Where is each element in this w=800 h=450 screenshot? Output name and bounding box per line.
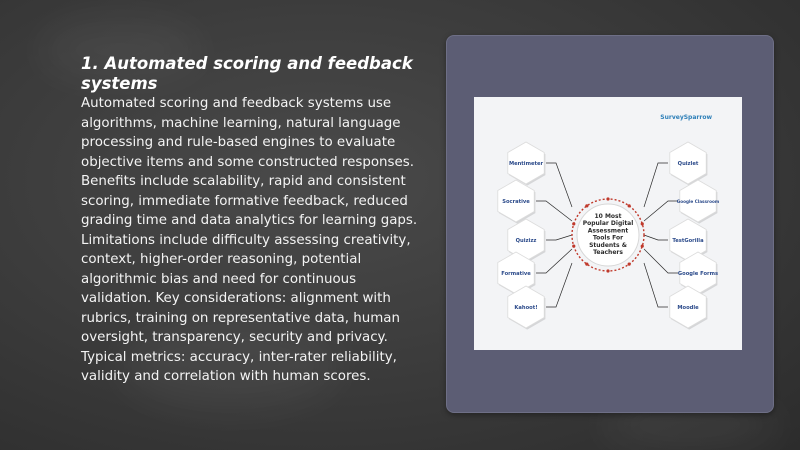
tool-hexagon: Mentimeter xyxy=(507,141,546,186)
connector-dot xyxy=(640,222,644,226)
tool-label: Moodle xyxy=(677,305,699,311)
brand-logo: SurveySparrow xyxy=(660,114,712,121)
tool-hexagon: Google Classroom xyxy=(677,179,720,224)
connector-line xyxy=(546,262,573,308)
tool-hexagon: Kahoot! xyxy=(507,285,546,330)
tool-label: Google Forms xyxy=(678,271,718,277)
chalk-smudge xyxy=(120,320,340,410)
connector-dot xyxy=(606,197,610,201)
tool-label: Quizlet xyxy=(678,161,699,167)
tool-label: Google Classroom xyxy=(677,199,720,204)
slide-title: 1. Automated scoring and feedback system… xyxy=(81,54,413,93)
tool-hexagon: Quizlet xyxy=(669,141,708,186)
tool-label: Quizizz xyxy=(516,238,537,244)
connector-line xyxy=(643,234,668,241)
connector-line xyxy=(643,248,678,274)
slide-body: Automated scoring and feedback systems u… xyxy=(81,96,418,384)
center-text-line: Assessment xyxy=(588,227,629,234)
connector-dot xyxy=(627,204,631,208)
tool-label: Socrative xyxy=(502,199,530,205)
tool-hexagon: Formative xyxy=(497,251,536,296)
chalk-smudge xyxy=(40,20,200,80)
connector-line xyxy=(643,200,678,222)
connector-line xyxy=(643,262,668,308)
tool-label: Mentimeter xyxy=(509,161,544,167)
tool-label: Formative xyxy=(501,271,531,277)
connector-line xyxy=(643,162,668,208)
connector-line xyxy=(546,234,573,241)
tool-hexagons: MentimeterSocrativeQuizizzFormativeKahoo… xyxy=(497,141,720,330)
center-text-line: Teachers xyxy=(593,249,623,256)
connector-dot xyxy=(606,269,610,273)
connector-dot xyxy=(572,222,576,226)
connector-line xyxy=(546,162,573,208)
slide-text: 1. Automated scoring and feedback system… xyxy=(81,54,426,387)
center-text-line: Popular Digital xyxy=(583,220,634,227)
center-text-line: Tools For xyxy=(593,235,623,242)
center-text-line: Students & xyxy=(589,242,627,249)
connector-dot xyxy=(572,244,576,248)
connector-line xyxy=(536,248,573,274)
connector-dot xyxy=(585,262,589,266)
tool-hexagon: Quizizz xyxy=(507,218,546,263)
tool-hexagon: Socrative xyxy=(497,179,536,224)
tool-label: Kahoot! xyxy=(514,305,537,311)
connector-lines xyxy=(536,162,678,308)
tool-hexagon: Moodle xyxy=(669,285,708,330)
connector-dot xyxy=(640,244,644,248)
connector-line xyxy=(536,200,573,222)
center-text-line: 10 Most xyxy=(595,213,622,220)
tool-hexagon: Google Forms xyxy=(678,251,718,296)
connector-dot xyxy=(585,204,589,208)
tool-label: TestGorilla xyxy=(672,238,704,244)
connector-dot xyxy=(627,262,631,266)
